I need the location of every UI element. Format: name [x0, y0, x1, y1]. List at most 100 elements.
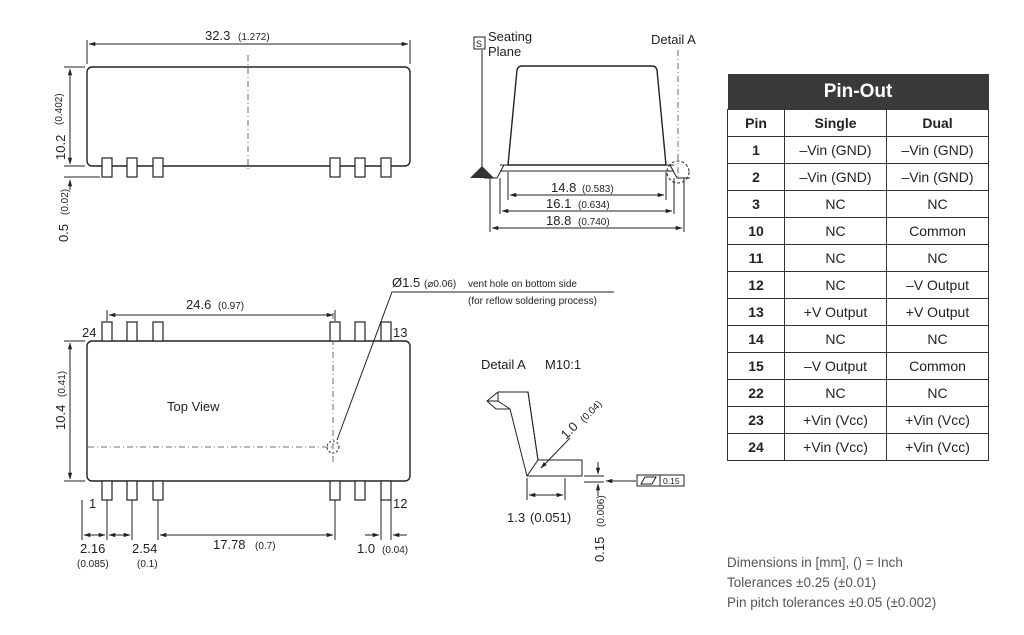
- pin-number: 24: [727, 433, 785, 461]
- pin-single: NC: [784, 217, 887, 245]
- top-view-body: [86, 340, 411, 482]
- pin-single: +Vin (Vcc): [784, 406, 887, 434]
- pin-number: 22: [727, 379, 785, 407]
- front-pin: [329, 157, 341, 178]
- pin-dual: Common: [886, 352, 989, 380]
- dim-pitch-a-in: (0.085): [77, 559, 109, 570]
- detail-a-foot-mm: 1.3: [507, 510, 525, 525]
- side-dim2-mm: 16.1: [546, 196, 571, 211]
- front-standoff-mm: 0.5: [56, 224, 71, 242]
- pin-label-12: 12: [393, 496, 407, 511]
- front-height-in: (0.402): [54, 93, 65, 125]
- pin-number: 2: [727, 163, 785, 191]
- vent-dia-mm: Ø1.5: [392, 275, 420, 290]
- front-width-in: (1.272): [238, 32, 270, 43]
- pin-single: –Vin (GND): [784, 136, 887, 164]
- pin-dual: NC: [886, 190, 989, 218]
- top-pin: [380, 321, 392, 342]
- top-view: Top View 24 13 1 12 24.6 (0.97) 10.4 (: [53, 275, 614, 570]
- dim-pitch-b-mm: 2.54: [132, 541, 157, 556]
- detail-a-circle: [666, 160, 690, 184]
- detail-a-foot-in: (0.051): [530, 510, 571, 525]
- dim-pitch-a-mm: 2.16: [80, 541, 105, 556]
- pinout-table: Pin-Out Pin Single Dual 1–Vin (GND)–Vin …: [727, 74, 989, 461]
- pin-dual: NC: [886, 379, 989, 407]
- front-height-mm: 10.2: [53, 135, 68, 160]
- bottom-pin: [380, 480, 392, 501]
- front-pin: [354, 157, 366, 178]
- bottom-pin: [126, 480, 138, 501]
- note-tolerances: Tolerances ±0.25 (±0.01): [727, 575, 877, 590]
- seating-plane-box: [473, 36, 486, 50]
- detail-a-lead: [486, 391, 583, 477]
- vent-leader: [336, 291, 614, 441]
- pin-label-24: 24: [82, 325, 96, 340]
- pin-number: 14: [727, 325, 785, 353]
- front-pin: [380, 157, 392, 178]
- seating-label-1: Seating: [488, 29, 532, 44]
- top-height-mm: 10.4: [53, 405, 68, 430]
- pin-single: NC: [784, 271, 887, 299]
- dim-pin-width-in: (0.04): [382, 545, 408, 556]
- flatness-icon: [640, 476, 657, 485]
- front-width-mm: 32.3: [205, 28, 230, 43]
- front-view: 32.3 (1.272) 10.2 (0.402) 0.5 (0.02): [53, 28, 411, 242]
- vent-dia-in: (⌀0.06): [424, 279, 456, 290]
- pin-single: –V Output: [784, 352, 887, 380]
- top-pin: [152, 321, 164, 342]
- detail-a-scale: M10:1: [545, 357, 581, 372]
- top-height-in: (0.41): [57, 371, 68, 397]
- pin-number: 3: [727, 190, 785, 218]
- pin-number: 15: [727, 352, 785, 380]
- dim-pin-width-mm: 1.0: [357, 541, 375, 556]
- pin-dual: –Vin (GND): [886, 136, 989, 164]
- detail-a-thick-in: (0.006): [596, 495, 607, 527]
- dim-span-mm: 17.78: [213, 537, 246, 552]
- pin-label-13: 13: [393, 325, 407, 340]
- detail-a-thick-mm: 0.15: [592, 537, 607, 562]
- pinout-header-pin: Pin: [727, 109, 785, 137]
- seating-plane-symbol: S: [476, 39, 482, 49]
- pin-number: 10: [727, 217, 785, 245]
- pin-single: +Vin (Vcc): [784, 433, 887, 461]
- pin-single: NC: [784, 244, 887, 272]
- side-view-body: [507, 65, 667, 166]
- detail-a-ref: Detail A: [651, 32, 696, 47]
- pin-number: 1: [727, 136, 785, 164]
- detail-a-lead-in: (0.04): [578, 399, 604, 425]
- pin-single: NC: [784, 379, 887, 407]
- bottom-pin: [101, 480, 113, 501]
- bottom-pin: [152, 480, 164, 501]
- detail-a-title: Detail A: [481, 357, 526, 372]
- front-pin: [126, 157, 138, 178]
- pin-dual: –V Output: [886, 271, 989, 299]
- table-row: 24+Vin (Vcc)+Vin (Vcc): [727, 433, 989, 461]
- pin-single: NC: [784, 190, 887, 218]
- table-row: 1–Vin (GND)–Vin (GND): [727, 136, 989, 164]
- vent-note: (for reflow soldering process): [468, 296, 597, 307]
- pinout-header-dual: Dual: [886, 109, 989, 137]
- pin-dual: +Vin (Vcc): [886, 406, 989, 434]
- pinout-header-single: Single: [784, 109, 887, 137]
- side-dim1-mm: 14.8: [551, 180, 576, 195]
- pin-number: 23: [727, 406, 785, 434]
- note-pitch-tolerances: Pin pitch tolerances ±0.05 (±0.002): [727, 595, 937, 610]
- vent-text: vent hole on bottom side: [468, 279, 577, 290]
- side-dim2-in: (0.634): [578, 200, 610, 211]
- table-row: 23+Vin (Vcc)+Vin (Vcc): [727, 406, 989, 434]
- pin-single: –Vin (GND): [784, 163, 887, 191]
- dimension-notes: Dimensions in [mm], () = Inch Tolerances…: [727, 553, 936, 613]
- dim-pitch-b-in: (0.1): [137, 559, 158, 570]
- top-pin: [101, 321, 113, 342]
- flatness-value: 0.15: [663, 476, 680, 486]
- pin-dual: NC: [886, 244, 989, 272]
- front-pin: [101, 157, 113, 178]
- top-width-in: (0.97): [218, 301, 244, 312]
- pin-dual: +Vin (Vcc): [886, 433, 989, 461]
